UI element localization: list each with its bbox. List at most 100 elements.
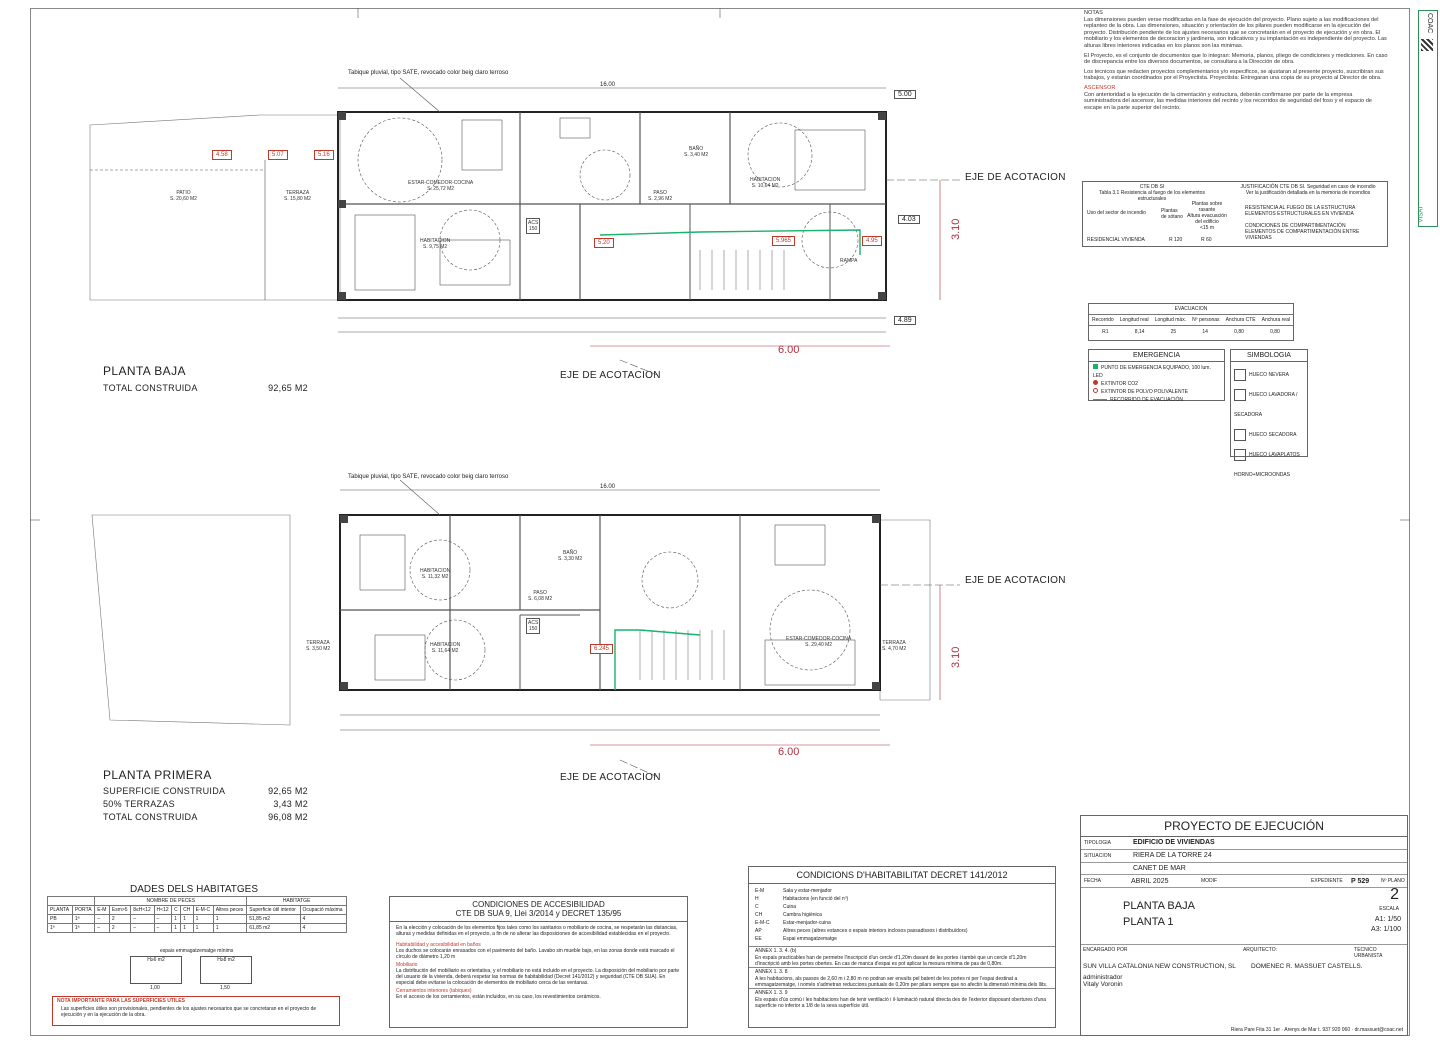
emergencia-legend: EMERGENCIA PUNTO DE EMERGENCIA EQUIPADO,… <box>1088 349 1225 403</box>
espai-box-2: H≥8 m2 <box>200 956 252 984</box>
evacuation-route-icon <box>1093 399 1107 401</box>
facade-note-primera: Tabique pluvial, tipo SATE, revocado col… <box>348 474 509 480</box>
emergency-light-icon <box>1093 364 1098 369</box>
dim-16-baja: 16.00 <box>600 82 616 88</box>
level-tag: 5.20 <box>594 238 614 248</box>
cte-row-use: RESIDENCIAL VIVIENDA <box>1087 237 1145 243</box>
axis-label-primera-right: EJE DE ACOTACION <box>965 575 1066 586</box>
dryer-icon <box>1234 428 1246 441</box>
plan-title-primera: PLANTA PRIMERA <box>103 768 212 782</box>
simbologia-title: SIMBOLOGIA <box>1231 350 1307 362</box>
coac-logo: COAC <box>1426 13 1433 34</box>
cte-col2: Plantas de sótano <box>1161 208 1183 220</box>
espai-box-1: H≥6 m2 <box>130 956 182 984</box>
espai-title: espais emmagatzematge mínims <box>160 948 234 954</box>
accesibilidad-box: CONDICIONES DE ACCESIBILIDAD CTE DB SUA … <box>389 896 688 1028</box>
planta-primera-linework <box>91 479 960 779</box>
axis-label-baja-right: EJE DE ACOTACION <box>965 172 1066 183</box>
plan-number: 2 <box>1390 886 1399 903</box>
level-tag: 6.245 <box>590 644 614 654</box>
level-tag: 4.58 <box>212 150 232 160</box>
title-row: CANET DE MAR <box>1081 863 1407 875</box>
notes-paragraph: El Proyecto, es el conjunto de documento… <box>1084 52 1388 66</box>
axis-label-baja-bottom: EJE DE ACOTACION <box>560 370 661 381</box>
visa-stamp: COAC VISAT <box>1418 10 1438 227</box>
dishwasher-icon <box>1234 448 1246 461</box>
dim-6-primera: 6.00 <box>778 746 800 758</box>
planta-baja-linework <box>89 77 960 377</box>
level-tag: 5.07 <box>268 150 288 160</box>
dim-16-primera: 16.00 <box>600 484 616 490</box>
level-tag: 4.95 <box>862 236 882 246</box>
notes-block: NOTAS Las dimensiones pueden verse modif… <box>1084 10 1389 114</box>
level-tag: 5.965 <box>772 236 796 246</box>
dim-310-baja: 3.10 <box>950 218 962 240</box>
qr-code-icon <box>1421 39 1433 51</box>
simbologia-items: HUECO NEVERA HUECO LAVADORA / SECADORA H… <box>1231 362 1307 488</box>
extinguisher-co2-icon <box>1093 380 1098 385</box>
title-plans: PLANTA BAJA PLANTA 1 2 ESCALA A1: 1/50 A… <box>1081 886 1407 945</box>
notes-paragraph: Las dimensiones pueden verse modificadas… <box>1084 16 1387 49</box>
evac-title: EVACUACION <box>1089 304 1293 315</box>
axis-label-primera-bottom: EJE DE ACOTACION <box>560 772 661 783</box>
habitatges-title: DADES DELS HABITATGES <box>130 884 258 895</box>
cte-col1: Uso del sector de incendio <box>1087 210 1146 216</box>
title-row: SUN VILLA CATALONIA NEW CONSTRUCTION, SL… <box>1083 963 1363 988</box>
nota-box: NOTA IMPORTANTE PARA LAS SUPERFICIES UTI… <box>52 996 340 1026</box>
title-row: FECHA ABRIL 2025 MODIF EXPEDIENTE P 529 … <box>1081 875 1407 888</box>
emergencia-items: PUNTO DE EMERGENCIA EQUIPADO, 100 lum. L… <box>1093 364 1211 403</box>
notes-heading: NOTAS <box>1084 10 1103 16</box>
dim-310-primera: 3.10 <box>950 646 962 668</box>
espai-value: 1,00 <box>150 985 160 991</box>
room-label: RAMPA <box>840 258 858 264</box>
notes-paragraph: Con anterioridad a la ejecución de la ci… <box>1084 91 1372 111</box>
facade-note-baja: Tabique pluvial, tipo SATE, revocado col… <box>348 70 509 76</box>
habitabilitat-box: CONDICIONS D'HABITABILITAT DECRET 141/20… <box>748 866 1056 1028</box>
cte-row-v1: R 120 <box>1169 237 1183 243</box>
dim-6-baja: 6.00 <box>778 344 800 356</box>
dim-5-baja: 5.00 <box>894 90 916 99</box>
cte-justif: JUSTIFICACIÓN CTE DB SI. Seguridad en ca… <box>1240 184 1376 196</box>
dim-403-baja: 4.03 <box>898 215 920 224</box>
title-row: ENCARGADO POR ARQUITECTO: TECNICO URBANI… <box>1083 947 1383 959</box>
simbologia-legend: SIMBOLOGIA HUECO NEVERA HUECO LAVADORA /… <box>1230 349 1308 478</box>
title-footer: Riera Pare Fita 31 1er · Arenys de Mar t… <box>1230 1027 1403 1033</box>
notes-paragraph: Los tecnicos que redacten proyectos comp… <box>1084 68 1384 82</box>
title-block-heading: PROYECTO DE EJECUCIÓN <box>1081 816 1407 837</box>
espai-value: 1,50 <box>220 985 230 991</box>
fridge-icon <box>1234 368 1246 381</box>
plan-title-baja: PLANTA BAJA <box>103 364 186 378</box>
dim-489-baja: 4.89 <box>894 316 916 325</box>
